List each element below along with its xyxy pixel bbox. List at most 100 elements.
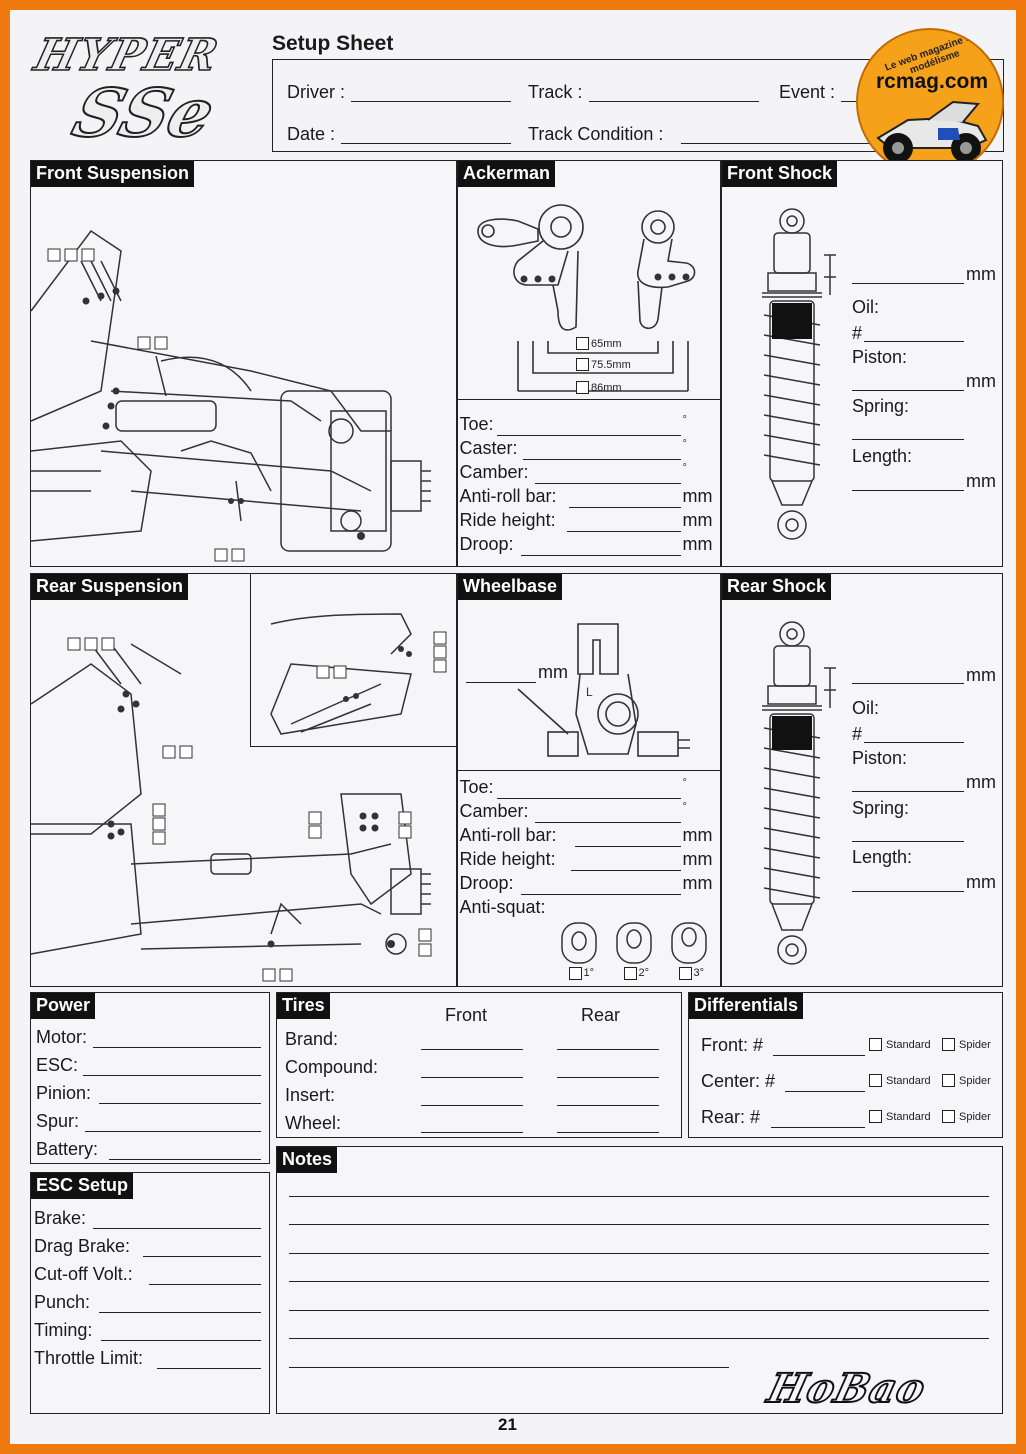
diff-front-label: Front: # [701,1035,764,1055]
setup-sheet-title: Setup Sheet [272,32,394,55]
rear-camber-field[interactable] [534,822,681,823]
ackerman-86-checkbox[interactable] [576,381,589,394]
timing-field[interactable] [101,1340,261,1341]
diff-front-standard-checkbox[interactable] [869,1038,882,1051]
diff-rear-spider-checkbox[interactable] [942,1110,955,1123]
cutoff-volt-field[interactable] [149,1284,261,1285]
rear-ride-height-field[interactable] [570,870,681,871]
rear-length-field[interactable] [852,891,964,892]
spur-field[interactable] [85,1131,261,1132]
front-shock-top-field[interactable] [852,283,964,284]
front-camber-field[interactable] [534,483,681,484]
rear-toe-unit: ° [682,777,687,789]
wheelbase-panel: Wheelbase mm L Toe: ° Camber: ° Anti-rol… [456,573,721,987]
anti-squat-1-label: 1° [583,967,595,979]
front-ride-height-label: Ride height: [459,510,556,530]
spur-label: Spur: [36,1111,80,1131]
notes-line-3[interactable] [289,1253,989,1254]
power-panel: Power Motor: ESC: Pinion: Spur: Battery: [30,992,270,1164]
front-piston-field[interactable] [852,390,964,391]
rear-droop-unit: mm [682,873,713,893]
driver-label: Driver : [287,82,345,102]
esc-field[interactable] [83,1075,261,1076]
diff-center-spider-checkbox[interactable] [942,1074,955,1087]
notes-line-2[interactable] [289,1224,989,1225]
rear-spring-field[interactable] [852,841,964,842]
front-shock-diagram [762,208,836,540]
tire-brand-front-field[interactable] [421,1049,523,1050]
tire-compound-front-field[interactable] [421,1077,523,1078]
track-condition-field[interactable] [681,143,991,144]
front-droop-field[interactable] [520,555,681,556]
rc-car-icon [876,100,988,163]
page-number: 21 [498,1415,517,1434]
rear-shock-diagram [762,621,836,965]
diff-center-field[interactable] [785,1091,865,1092]
punch-field[interactable] [99,1312,261,1313]
pinion-field[interactable] [99,1103,261,1104]
tire-insert-rear-field[interactable] [557,1105,659,1106]
rear-droop-field[interactable] [520,894,681,895]
rear-ride-height-unit: mm [682,849,713,869]
rear-piston-field[interactable] [852,791,964,792]
hub-side-letter: L [586,685,593,699]
wheelbase-field[interactable] [466,682,536,683]
diff-front-field[interactable] [773,1055,865,1056]
anti-squat-3-checkbox[interactable] [678,967,692,980]
front-length-field[interactable] [852,490,964,491]
tire-brand-label: Brand: [285,1029,339,1049]
battery-field[interactable] [109,1159,261,1160]
notes-line-7[interactable] [289,1367,729,1368]
notes-line-6[interactable] [289,1338,989,1339]
rear-piston-unit: mm [966,772,996,792]
tire-wheel-rear-field[interactable] [557,1132,659,1133]
pinion-label: Pinion: [36,1083,92,1103]
diff-front-spider-checkbox[interactable] [942,1038,955,1051]
motor-field[interactable] [93,1047,261,1048]
front-caster-field[interactable] [522,459,681,460]
diff-rear-field[interactable] [771,1127,865,1128]
diff-rear-standard-checkbox[interactable] [869,1110,882,1123]
rear-shock-top-field[interactable] [852,683,964,684]
diff-front-standard-label: Standard [886,1039,931,1051]
tires-panel: Tires Front Rear Brand: Compound: Insert… [276,992,682,1138]
anti-squat-1-checkbox[interactable] [568,967,582,980]
rear-inset-frame [250,572,456,747]
front-toe-unit: ° [682,414,687,426]
front-camber-label: Camber: [459,462,529,482]
anti-squat-2-checkbox[interactable] [623,967,637,980]
drag-brake-field[interactable] [143,1256,261,1257]
notes-line-5[interactable] [289,1310,989,1311]
rear-oil-field[interactable] [864,742,964,743]
anti-squat-label: Anti-squat: [459,897,546,917]
rear-toe-field[interactable] [496,798,681,799]
track-field[interactable] [589,101,759,102]
tire-wheel-front-field[interactable] [421,1132,523,1133]
front-antiroll-field[interactable] [568,507,681,508]
notes-line-4[interactable] [289,1281,989,1282]
throttle-limit-field[interactable] [157,1368,261,1369]
tire-compound-rear-field[interactable] [557,1077,659,1078]
brake-field[interactable] [93,1228,261,1229]
ackerman-75-checkbox[interactable] [576,358,589,371]
tire-insert-front-field[interactable] [421,1105,523,1106]
esc-label: ESC: [36,1055,79,1075]
wheelbase-settings: Toe: ° Camber: ° Anti-roll bar: mm Ride … [456,770,721,986]
front-toe-field[interactable] [496,435,681,436]
tires-front-header: Front [445,1005,488,1025]
notes-line-1[interactable] [289,1196,989,1197]
track-condition-label: Track Condition : [528,124,664,144]
ackerman-86-label: 86mm [591,382,622,394]
driver-field[interactable] [351,101,511,102]
date-field[interactable] [341,143,511,144]
ackerman-title: Ackerman [458,161,556,187]
tire-brand-rear-field[interactable] [557,1049,659,1050]
front-spring-field[interactable] [852,439,964,440]
front-oil-field[interactable] [864,341,964,342]
rear-antiroll-field[interactable] [574,846,681,847]
front-ride-height-field[interactable] [566,531,681,532]
setup-sheet-page: HYPER SSe Setup Sheet Driver : Track : E… [10,10,1016,1444]
diff-center-standard-checkbox[interactable] [869,1074,882,1087]
rear-piston-label: Piston: [852,748,908,768]
ackerman-65-checkbox[interactable] [576,337,589,350]
